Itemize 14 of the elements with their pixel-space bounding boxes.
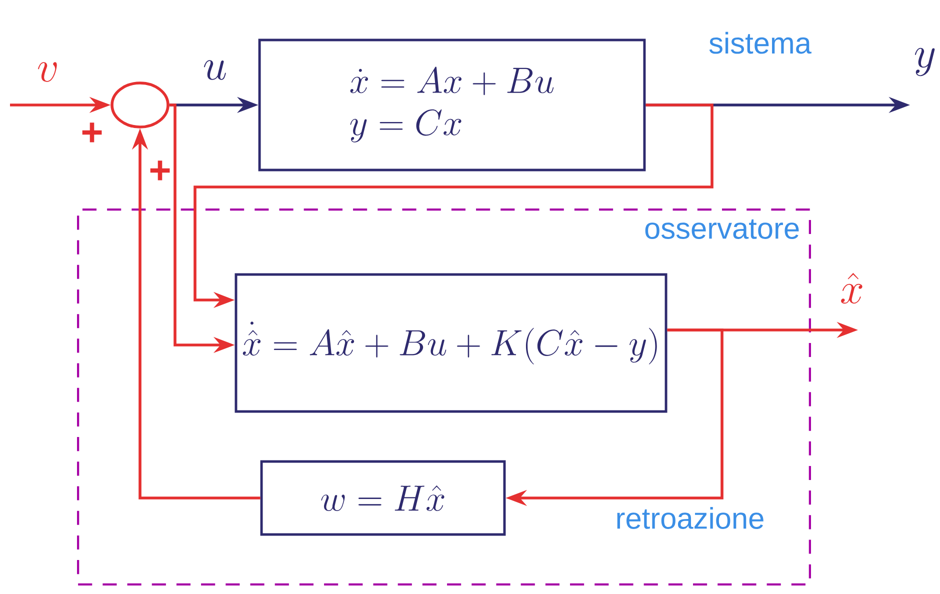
region-title: osservatore	[645, 219, 799, 239]
edge-label: retroazione	[614, 505, 766, 531]
block-caption: sistema	[709, 32, 812, 54]
block-box: $\dot{\hat{x}} = A\hat{x} + Bu + K(C\hat{x} - y)$	[234, 273, 668, 413]
sign-label: +	[82, 122, 102, 142]
block-box: $w = H\hat{x}$	[260, 460, 506, 536]
summing-junction	[110, 82, 170, 128]
edge-label: $v$	[35, 60, 61, 84]
edge-label: $u$	[201, 58, 229, 82]
sign-label: +	[150, 160, 170, 180]
dashed-region	[77, 208, 811, 586]
edge-label: $\hat{x}$	[838, 271, 866, 305]
edge-label: $y$	[912, 46, 938, 78]
block-box: $\dot{x} = Ax + Bu$ $y = Cx$	[258, 38, 646, 172]
